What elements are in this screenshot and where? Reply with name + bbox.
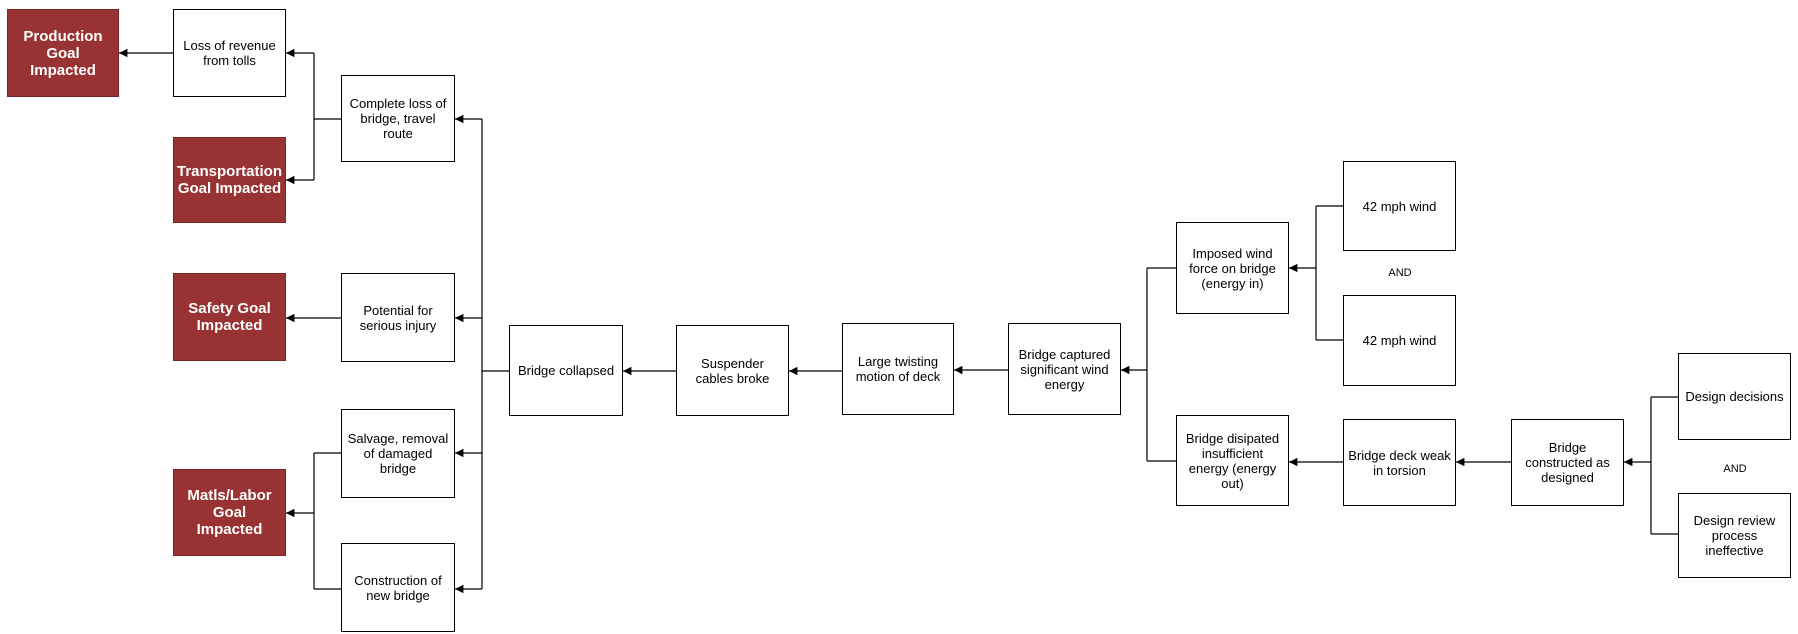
and-gate-design: AND <box>1723 463 1747 475</box>
imposed-wind-box: Imposed wind force on bridge (energy in) <box>1176 222 1289 314</box>
safety-goal-box: Safety Goal Impacted <box>173 273 286 361</box>
bridge-collapsed-label: Bridge collapsed <box>517 363 615 378</box>
complete-loss-box: Complete loss of bridge, travel route <box>341 75 455 162</box>
design-decisions-box: Design decisions <box>1678 353 1791 440</box>
wind-label-1: 42 mph wind <box>1362 198 1437 214</box>
loss-of-revenue-label: Loss of revenue from tolls <box>183 38 276 68</box>
wind-box-2: 42 mph wind <box>1343 295 1456 386</box>
transportation-goal-label: Transportation Goal Impacted <box>177 163 283 197</box>
salvage-box: Salvage, removal of damaged bridge <box>341 409 455 498</box>
transportation-goal-box: Transportation Goal Impacted <box>173 137 286 223</box>
deck-weak-label: Bridge deck weak in torsion <box>1348 447 1451 478</box>
constructed-box: Bridge constructed as designed <box>1511 419 1624 506</box>
captured-energy-box: Bridge captured significant wind energy <box>1008 323 1121 415</box>
matls-labor-goal-label: Matls/Labor Goal Impacted <box>187 487 272 538</box>
complete-loss-label: Complete loss of bridge, travel route <box>349 96 447 141</box>
twisting-motion-box: Large twisting motion of deck <box>842 323 954 415</box>
loss-of-revenue-box: Loss of revenue from tolls <box>173 9 286 97</box>
dissipated-energy-label: Bridge disipated insufficient energy (en… <box>1185 430 1280 491</box>
and-gate-wind: AND <box>1388 267 1412 279</box>
salvage-label: Salvage, removal of damaged bridge <box>347 431 449 476</box>
production-goal-box: Production Goal Impacted <box>7 9 119 97</box>
construction-label: Construction of new bridge <box>354 572 442 603</box>
imposed-wind-label: Imposed wind force on bridge (energy in) <box>1189 245 1276 291</box>
dissipated-energy-box: Bridge disipated insufficient energy (en… <box>1176 415 1289 506</box>
suspender-cables-label: Suspender cables broke <box>695 355 770 386</box>
constructed-label: Bridge constructed as designed <box>1525 440 1610 485</box>
matls-labor-goal-box: Matls/Labor Goal Impacted <box>173 469 286 556</box>
bridge-collapsed-box: Bridge collapsed <box>509 325 623 416</box>
safety-goal-label: Safety Goal Impacted <box>188 300 271 334</box>
wind-box-1: 42 mph wind <box>1343 161 1456 251</box>
potential-injury-label: Potential for serious injury <box>359 302 437 333</box>
production-goal-label: Production Goal Impacted <box>23 27 103 79</box>
potential-injury-box: Potential for serious injury <box>341 273 455 362</box>
design-review-box: Design review process ineffective <box>1678 493 1791 578</box>
design-decisions-label: Design decisions <box>1685 389 1784 404</box>
twisting-motion-label: Large twisting motion of deck <box>855 354 941 384</box>
deck-weak-box: Bridge deck weak in torsion <box>1343 419 1456 506</box>
wind-label-2: 42 mph wind <box>1362 333 1437 348</box>
captured-energy-label: Bridge captured significant wind energy <box>1018 346 1111 392</box>
design-review-label: Design review process ineffective <box>1693 513 1776 558</box>
construction-box: Construction of new bridge <box>341 543 455 632</box>
suspender-cables-box: Suspender cables broke <box>676 325 789 416</box>
